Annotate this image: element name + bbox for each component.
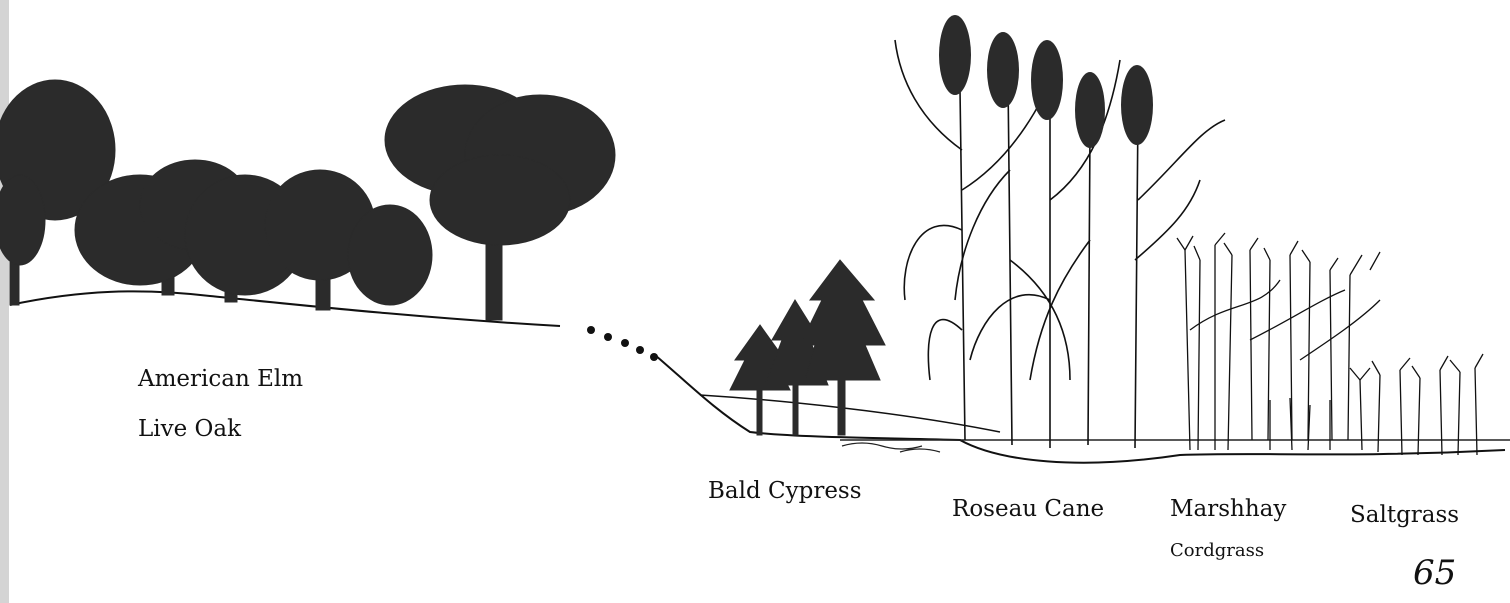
gap-dots xyxy=(587,326,658,361)
upland-trees xyxy=(0,80,615,320)
label-american-elm: American Elm xyxy=(138,366,303,392)
label-live-oak: Live Oak xyxy=(138,416,241,442)
bald-cypress-trees xyxy=(730,260,885,435)
roseau-cane-plumes xyxy=(939,15,1153,148)
label-marshhay: Marshhay xyxy=(1170,496,1286,522)
water-ripples xyxy=(842,443,940,452)
label-cordgrass: Cordgrass xyxy=(1170,540,1264,561)
page-number: 65 xyxy=(1413,553,1456,593)
marshhay-cordgrass xyxy=(1177,233,1380,450)
label-saltgrass: Saltgrass xyxy=(1350,502,1459,528)
page-edge xyxy=(0,0,9,603)
bank-line xyxy=(700,395,1000,432)
label-bald-cypress: Bald Cypress xyxy=(708,478,862,504)
label-roseau-cane: Roseau Cane xyxy=(952,496,1104,522)
